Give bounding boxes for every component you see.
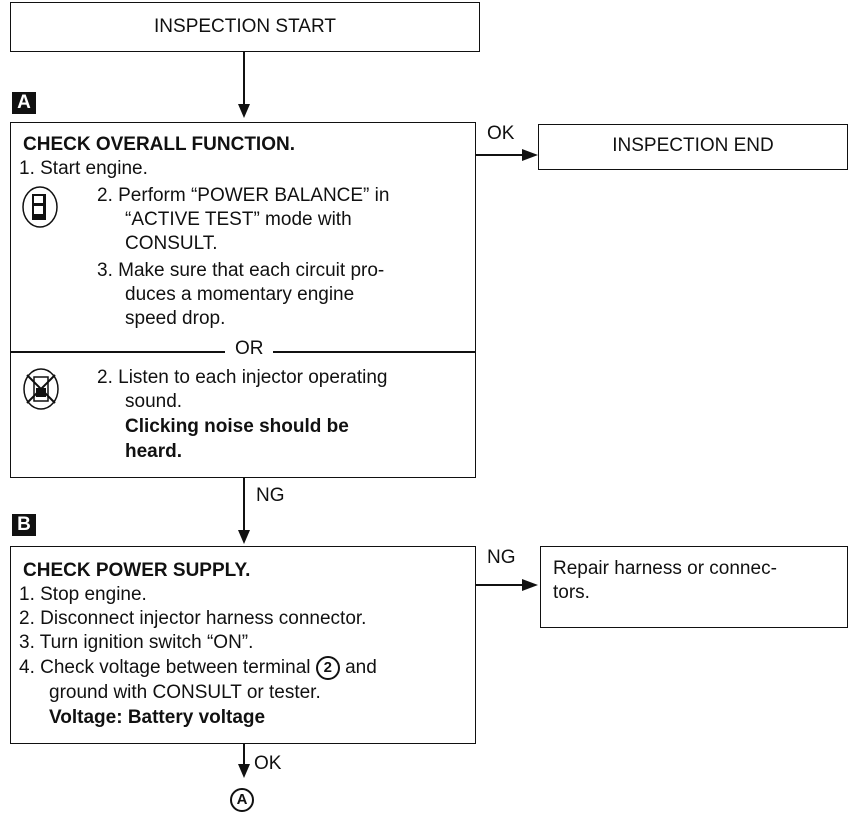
step-b-box: CHECK POWER SUPPLY. 1. Stop engine. 2. D… <box>10 546 476 744</box>
or-divider-left <box>11 351 225 353</box>
step-b-line-1: 1. Stop engine. <box>19 584 147 605</box>
step-a-noconsult-line-2: sound. <box>125 391 183 412</box>
consult-tester-icon <box>21 185 59 229</box>
or-divider-right <box>273 351 475 353</box>
connector-a-to-b <box>243 478 245 532</box>
step-b-line-5: ground with CONSULT or tester. <box>49 682 321 703</box>
arrow-to-b <box>238 530 250 544</box>
step-a-bold-line-2: heard. <box>125 441 183 462</box>
step-a-consult-line-6: speed drop. <box>125 308 226 329</box>
step-b-ng-label: NG <box>487 547 516 568</box>
step-a-marker: A <box>12 92 36 114</box>
arrow-to-end <box>522 149 538 161</box>
repair-box: Repair harness or connec- tors. <box>540 546 848 628</box>
step-a-ok-label: OK <box>487 123 515 144</box>
step-b-spec: Voltage: Battery voltage <box>49 707 266 728</box>
step-b-ok-label: OK <box>254 753 282 774</box>
arrow-to-a <box>238 104 250 118</box>
inspection-end-box: INSPECTION END <box>538 124 848 170</box>
step-a-title: CHECK OVERALL FUNCTION. <box>23 134 295 155</box>
step-b-line-4-pre: 4. Check voltage between terminal <box>19 657 311 679</box>
connector-start-to-a <box>243 52 245 106</box>
connector-a-to-end <box>476 154 524 156</box>
connector-b-to-repair <box>476 584 524 586</box>
step-b-line-4-post: and <box>345 657 377 679</box>
no-consult-tester-icon <box>21 367 61 411</box>
step-b-marker: B <box>12 514 36 536</box>
step-b-line-2: 2. Disconnect injector harness connector… <box>19 608 367 629</box>
repair-line-1: Repair harness or connec- <box>553 558 777 579</box>
step-a-bold-line-1: Clicking noise should be <box>125 416 349 437</box>
repair-line-2: tors. <box>553 582 590 603</box>
step-b-line-3: 3. Turn ignition switch “ON”. <box>19 632 254 653</box>
inspection-start-label: INSPECTION START <box>154 16 336 37</box>
step-a-noconsult-line-1: 2. Listen to each injector operating <box>97 367 388 388</box>
step-a-line1: 1. Start engine. <box>19 158 148 179</box>
step-b-line-4: 4. Check voltage between terminal 2 and <box>19 656 377 680</box>
or-label: OR <box>235 338 264 359</box>
arrow-to-connector-a <box>238 764 250 778</box>
connector-b-to-a <box>243 744 245 766</box>
off-page-connector-a: A <box>230 788 254 812</box>
inspection-end-label: INSPECTION END <box>612 135 774 156</box>
terminal-number-badge: 2 <box>315 656 340 680</box>
step-a-consult-line-2: “ACTIVE TEST” mode with <box>125 209 352 230</box>
step-b-title: CHECK POWER SUPPLY. <box>23 560 251 581</box>
inspection-start-box: INSPECTION START <box>10 2 480 52</box>
step-a-consult-line-5: duces a momentary engine <box>125 284 355 305</box>
off-page-connector-a-label: A <box>236 791 248 808</box>
step-a-consult-line-1: 2. Perform “POWER BALANCE” in <box>97 185 390 206</box>
arrow-to-repair <box>522 579 538 591</box>
step-a-consult-line-4: 3. Make sure that each circuit pro- <box>97 260 385 281</box>
step-a-consult-line-3: CONSULT. <box>125 233 218 254</box>
step-a-ng-label: NG <box>256 485 285 506</box>
step-a-box: CHECK OVERALL FUNCTION. 1. Start engine.… <box>10 122 476 478</box>
